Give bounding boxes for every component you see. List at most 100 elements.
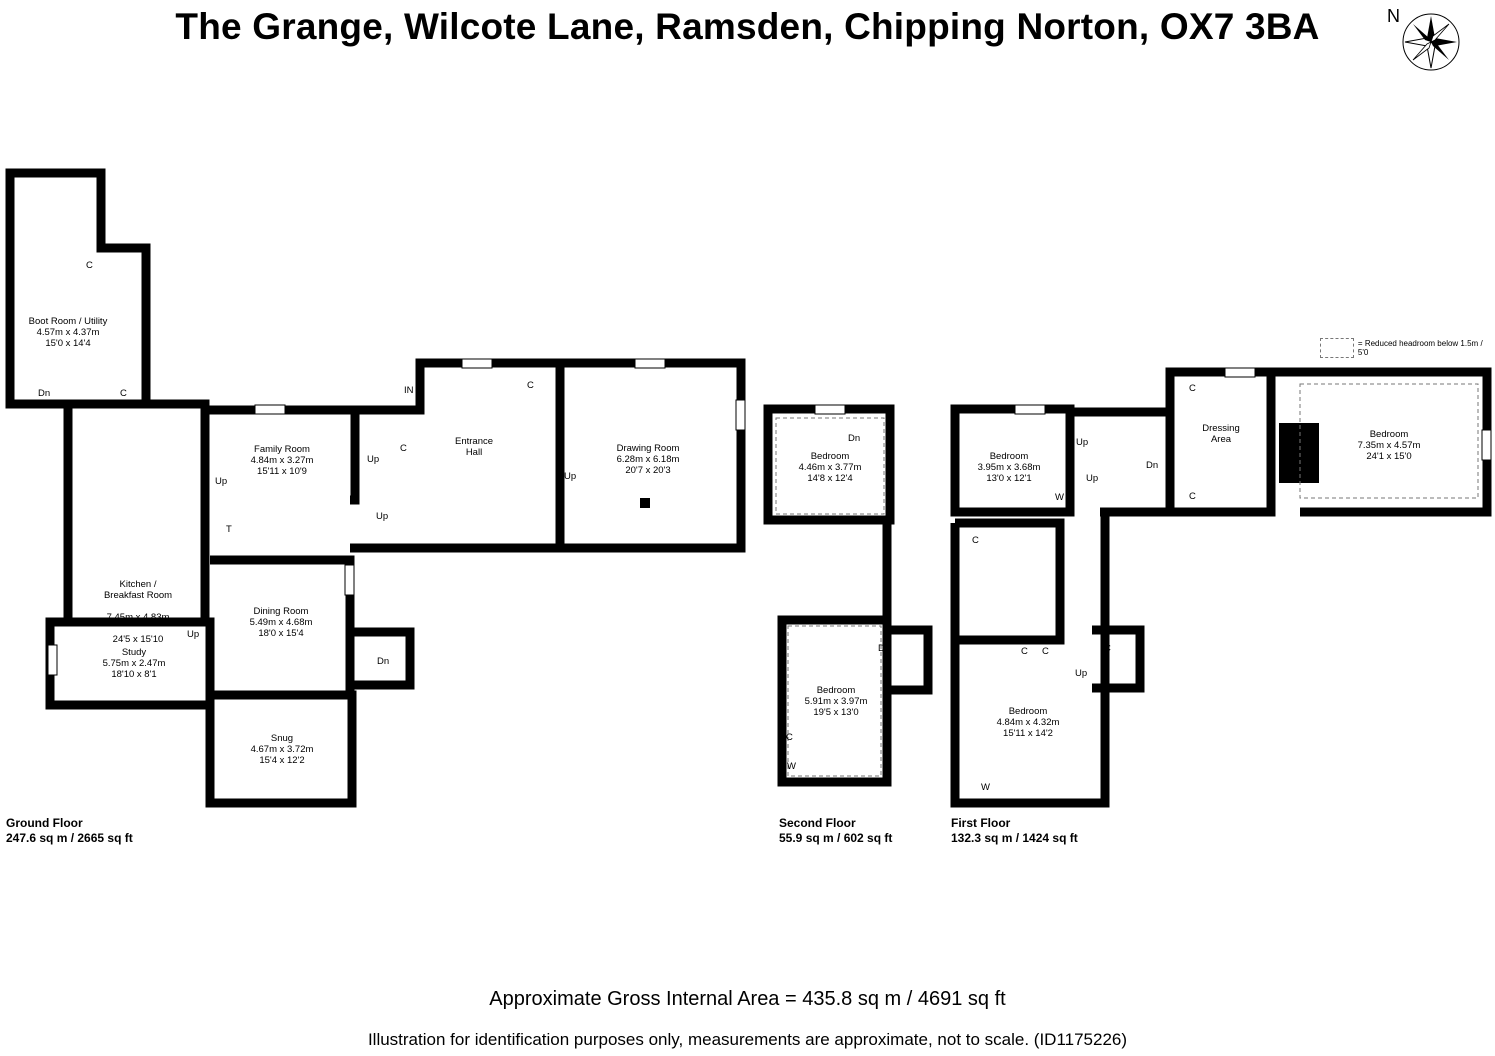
entrance-marker: IN: [404, 385, 414, 396]
stair-up-marker: Up: [376, 511, 389, 522]
cupboard-marker: C: [1189, 383, 1196, 394]
room-family-room: Family Room 4.84m x 3.27m 15'11 x 10'9: [251, 444, 314, 477]
room-metric: 7.35m x 4.57m: [1357, 440, 1421, 451]
room-boot-room: Boot Room / Utility 4.57m x 4.37m 15'0 x…: [29, 316, 108, 349]
window: [47, 644, 58, 676]
stair-up-marker: Up: [215, 476, 228, 487]
page-title: The Grange, Wilcote Lane, Ramsden, Chipp…: [175, 6, 1320, 47]
window: [344, 564, 355, 596]
floor-area: 247.6 sq m / 2665 sq ft: [6, 831, 133, 845]
window: [814, 404, 846, 415]
room-imperial: 18'10 x 8'1: [111, 669, 157, 680]
room-name: Dining Room: [253, 606, 309, 617]
wardrobe-marker: W: [981, 782, 990, 793]
room-name: Drawing Room: [616, 443, 680, 454]
window: [1481, 429, 1492, 461]
floor-label-ground: Ground Floor 247.6 sq m / 2665 sq ft: [6, 816, 133, 846]
wall-second-bathroom: [787, 515, 892, 620]
room-metric: 6.28m x 6.18m: [616, 454, 680, 465]
room-second-bedroom-top: Bedroom 4.46m x 3.77m 14'8 x 12'4: [799, 451, 862, 484]
headroom-second-top: [775, 417, 885, 515]
headroom-second-bottom: [787, 625, 882, 777]
window: [634, 358, 666, 369]
wardrobe-marker: W: [787, 761, 796, 772]
wall-kitchen: [68, 399, 210, 618]
window: [735, 399, 746, 431]
wardrobe-marker: W: [1055, 506, 1064, 517]
cupboard-marker: C: [1104, 643, 1111, 654]
stair-up-marker: Up: [564, 471, 577, 482]
room-entrance-hall: Entrance Hall: [455, 425, 493, 469]
cupboard-marker: C: [1189, 491, 1196, 502]
room-imperial: 19'5 x 13'0: [813, 707, 859, 718]
room-second-bedroom-bottom: Bedroom 5.91m x 3.97m 19'5 x 13'0: [805, 685, 868, 718]
tank-marker: T: [226, 524, 232, 535]
room-imperial: 24'5 x 15'10: [112, 634, 164, 645]
room-snug: Snug 4.67m x 3.72m 15'4 x 12'2: [251, 733, 314, 766]
room-name: Snug: [270, 733, 294, 744]
room-metric: 7.45m x 4.83m: [106, 612, 170, 623]
wall-second-turret: [887, 625, 933, 695]
cupboard-marker: C: [120, 388, 127, 399]
room-metric: 5.91m x 3.97m: [804, 696, 868, 707]
floor-label-second: Second Floor 55.9 sq m / 602 sq ft: [779, 816, 892, 846]
wall-boot-room: [5, 168, 151, 409]
floor-name: First Floor: [951, 816, 1011, 830]
room-imperial: 13'0 x 12'1: [986, 473, 1032, 484]
room-name: Bedroom: [1008, 706, 1048, 717]
room-metric: 3.95m x 3.68m: [977, 462, 1041, 473]
window: [1014, 404, 1046, 415]
wall-first-bathroom: [955, 518, 1065, 645]
stair-dn-marker: Dn: [848, 433, 861, 444]
room-name: Boot Room / Utility: [28, 316, 108, 327]
wall-snug: [205, 690, 357, 808]
stair-up-marker: Up: [1076, 437, 1089, 448]
room-first-bedroom-b: Bedroom 7.35m x 4.57m 24'1 x 15'0: [1358, 429, 1421, 462]
wall-first-bedroom-c: [950, 512, 1110, 808]
room-study: Study 5.75m x 2.47m 18'10 x 8'1: [103, 647, 166, 680]
gross-internal-area: Approximate Gross Internal Area = 435.8 …: [489, 988, 1006, 1010]
room-metric: 5.75m x 2.47m: [102, 658, 166, 669]
floor-name: Second Floor: [779, 816, 856, 830]
stair-up-marker: Up: [1086, 473, 1099, 484]
stair-up-marker: Up: [367, 454, 380, 465]
room-imperial: 15'0 x 14'4: [45, 338, 91, 349]
stair-dn-marker: Dn: [377, 656, 390, 667]
stair-up-marker: Up: [187, 629, 200, 640]
cupboard-marker: C: [1021, 646, 1028, 657]
room-metric: 4.46m x 3.77m: [798, 462, 862, 473]
cupboard-marker: C: [527, 380, 534, 391]
stair-dn-marker: Dn: [38, 388, 51, 399]
floor-label-first: First Floor 132.3 sq m / 1424 sq ft: [951, 816, 1078, 846]
room-imperial: 15'11 x 14'2: [1003, 728, 1053, 739]
fireplace-drawing-room: [640, 498, 650, 508]
room-dining-room: Dining Room 5.49m x 4.68m 18'0 x 15'4: [250, 606, 313, 639]
stair-dn-marker: Dn: [1146, 460, 1159, 471]
room-metric: 5.49m x 4.68m: [249, 617, 313, 628]
cupboard-marker: C: [1042, 646, 1049, 657]
headroom-first-bedroom-b: [1299, 383, 1479, 499]
cupboard-marker: C: [400, 443, 407, 454]
wardrobe-marker: W: [1055, 492, 1064, 503]
wall-entrance: [350, 358, 565, 548]
wall-porch: [352, 627, 415, 690]
legend-text: = Reduced headroom below 1.5m / 5'0: [1357, 339, 1483, 357]
room-name: Family Room: [254, 444, 310, 455]
room-name: Kitchen / Breakfast Room: [103, 579, 173, 601]
room-first-bedroom-a: Bedroom 3.95m x 3.68m 13'0 x 12'1: [978, 451, 1041, 484]
floor-area: 132.3 sq m / 1424 sq ft: [951, 831, 1078, 845]
compass-rose-icon: N: [1387, 6, 1460, 71]
window: [461, 358, 493, 369]
room-dressing-area: Dressing Area: [1202, 412, 1240, 456]
stair-up-marker: Up: [1075, 668, 1088, 679]
room-first-bedroom-c: Bedroom 4.84m x 4.32m 15'11 x 14'2: [997, 706, 1060, 739]
disclaimer: Illustration for identification purposes…: [367, 1030, 1128, 1049]
room-drawing-room: Drawing Room 6.28m x 6.18m 20'7 x 20'3: [617, 443, 680, 476]
room-name: Bedroom: [816, 685, 856, 696]
room-metric: 4.84m x 4.32m: [996, 717, 1060, 728]
room-kitchen: Kitchen / Breakfast Room 7.45m x 4.83m 2…: [104, 568, 172, 656]
cupboard-marker: C: [86, 260, 93, 271]
room-name: Bedroom: [989, 451, 1029, 462]
room-name: Study: [121, 647, 147, 658]
